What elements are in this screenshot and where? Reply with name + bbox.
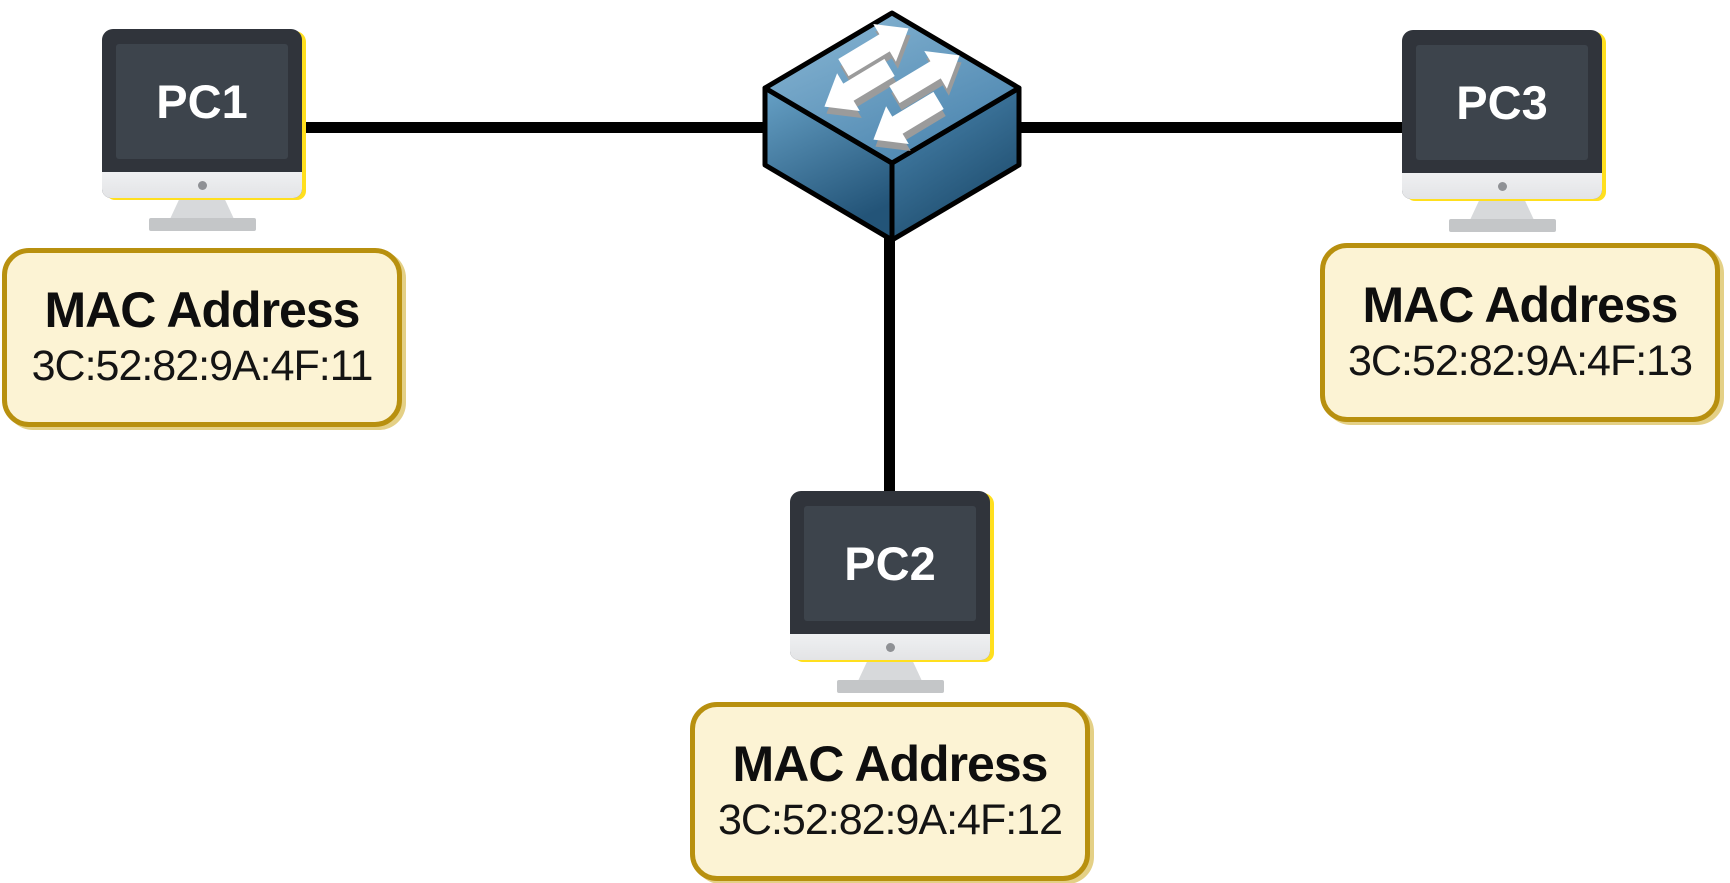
traffic-arrow-icon [873,91,946,152]
pc2-node: PC2 [790,491,990,693]
mac-heading: MAC Address [1362,277,1679,334]
monitor-screen: PC1 [116,44,288,159]
mac-heading: MAC Address [44,282,361,339]
mac-address-box-pc2: MAC Address 3C:52:82:9A:4F:12 [690,702,1090,881]
pc1-label: PC1 [156,75,248,128]
traffic-arrow-icon [889,50,962,111]
monitor-stand [858,659,922,681]
mac-value-pc1: 3C:52:82:9A:4F:11 [31,342,374,391]
pc2-label: PC2 [844,537,936,590]
monitor-chin [790,634,990,660]
network-switch-icon [762,10,1022,243]
monitor-base [148,218,256,231]
traffic-arrow-icon [824,58,897,119]
pc1-node: PC1 [102,29,302,231]
monitor-chin [1402,173,1602,199]
desktop-computer-icon: PC3 [1402,30,1602,199]
mac-value-pc3: 3C:52:82:9A:4F:13 [1348,337,1693,386]
pc3-node: PC3 [1402,30,1602,232]
monitor-base [1448,219,1556,232]
monitor-chin [102,172,302,198]
pc3-label: PC3 [1456,76,1548,129]
monitor-stand [170,197,234,219]
monitor-screen: PC3 [1416,45,1588,160]
monitor-screen: PC2 [804,506,976,621]
mac-address-box-pc3: MAC Address 3C:52:82:9A:4F:13 [1320,243,1720,422]
cable-switch-to-pc2 [884,220,895,494]
camera-dot-icon [1497,182,1507,191]
monitor-stand [1470,198,1534,220]
cable-pc1-to-switch [298,122,770,133]
traffic-arrow-icon [838,23,911,84]
mac-address-box-pc1: MAC Address 3C:52:82:9A:4F:11 [2,248,402,427]
monitor-base [836,680,944,693]
desktop-computer-icon: PC2 [790,491,990,660]
desktop-computer-icon: PC1 [102,29,302,198]
camera-dot-icon [885,643,895,652]
mac-value-pc2: 3C:52:82:9A:4F:12 [718,796,1063,845]
mac-heading: MAC Address [732,736,1049,793]
cable-switch-to-pc3 [1016,122,1408,133]
camera-dot-icon [197,181,207,190]
